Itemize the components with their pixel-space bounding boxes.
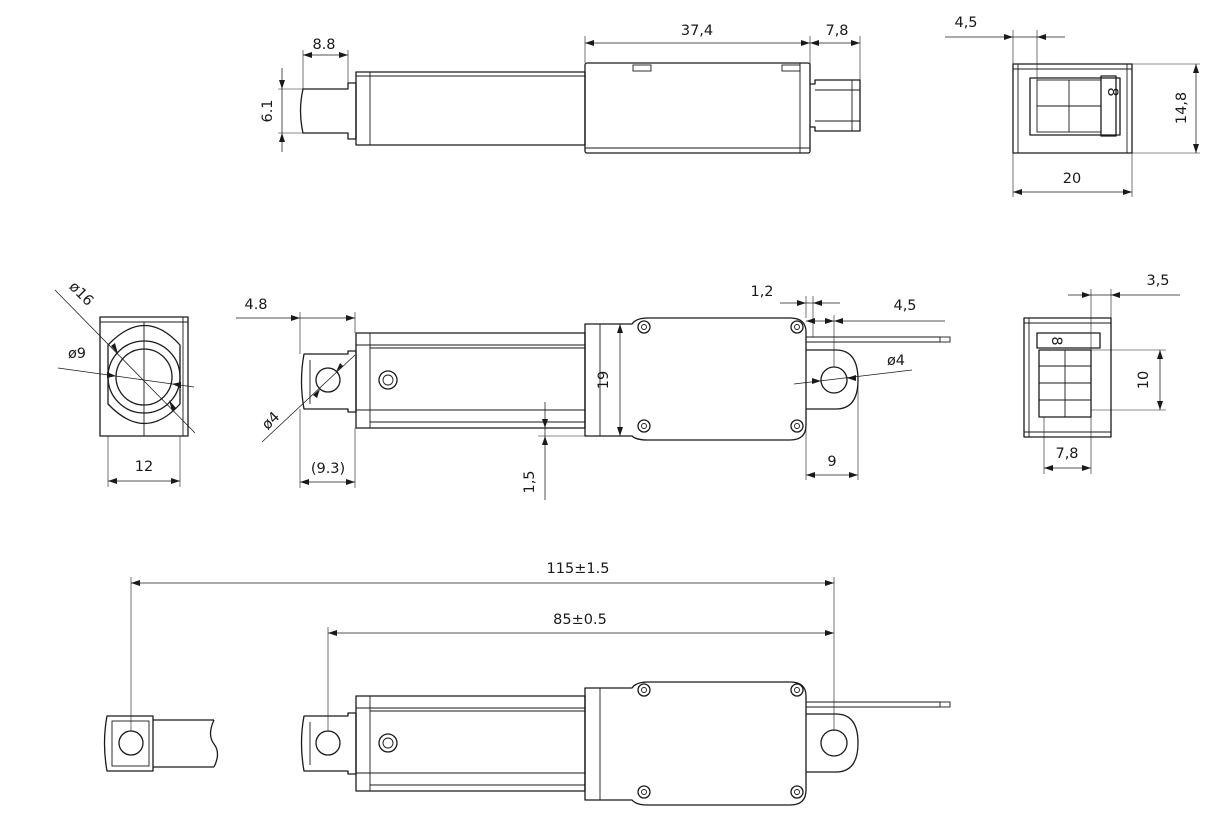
dim-rod-end-hole: ø4 (259, 354, 356, 443)
end-view-top-outline: 8 (1012, 63, 1133, 154)
stroke-view: 115±1.5 85±0.5 (103, 561, 951, 806)
side-view-outline (300, 317, 951, 441)
dim-clevis-offset: 1,2 (750, 284, 840, 337)
dim-end-height-label: 14,8 (1174, 92, 1190, 124)
dim-end-width-label: 20 (1063, 171, 1081, 187)
stroke-view-extended-rod (103, 715, 219, 772)
dim-right-height: 10 (1091, 349, 1166, 411)
dim-end-width: 20 (1012, 153, 1133, 197)
dim-top-connector-label: 7,8 (825, 23, 848, 39)
dim-end-offset-label: 4,5 (954, 15, 977, 31)
side-view: 4.8 ø4 (9.3) 1,5 (236, 284, 951, 500)
dim-rod-end-center: (9.3) (299, 409, 356, 488)
dim-right-offset: 3,5 (1068, 273, 1180, 350)
dim-body-height-label: 19 (596, 371, 612, 389)
dim-rod-end-width: 4.8 (236, 297, 356, 354)
dim-clevis-hole-label: ø4 (887, 353, 905, 369)
dim-right-width: 7,8 (1043, 417, 1092, 474)
dim-left-width: 12 (107, 436, 181, 487)
dim-right-offset-label: 3,5 (1146, 273, 1169, 289)
dim-left-dia-9-label: ø9 (68, 346, 86, 362)
dim-clevis-length: 9 (805, 385, 859, 480)
dim-right-width-label: 7,8 (1055, 446, 1078, 462)
dim-total-extended: 115±1.5 (130, 561, 835, 731)
dim-end-offset: 4,5 (945, 15, 1065, 80)
dim-total-extended-label: 115±1.5 (547, 561, 610, 577)
end-view-right-mark: 8 (1048, 336, 1064, 345)
dim-top-connector: 7,8 (810, 23, 861, 80)
dim-top-stroke-dia-label: 6.1 (260, 99, 276, 122)
end-view-top-mark: 8 (1104, 87, 1120, 96)
end-view-right: 8 3,5 10 (1023, 273, 1180, 474)
dim-clevis-hole-offset-label: 4,5 (893, 298, 916, 314)
top-view-outline (299, 62, 861, 154)
dim-top-body-length: 37,4 (584, 23, 811, 84)
stroke-view-retracted (300, 681, 951, 806)
dim-clevis-hole: ø4 (793, 353, 913, 385)
dim-tube-offset: 1,5 (522, 402, 585, 500)
dim-clevis-hole-offset: 4,5 (806, 298, 945, 367)
dim-top-body-length-label: 37,4 (681, 23, 713, 39)
dim-clevis-length-label: 9 (827, 454, 836, 470)
dim-clevis-offset-label: 1,2 (750, 284, 773, 300)
dim-rod-end-center-label: (9.3) (311, 461, 345, 477)
dim-top-stroke-dia: 6.1 (260, 68, 303, 152)
top-view: 6.1 8.8 37,4 7,8 (260, 23, 861, 154)
end-view-left-outline (99, 316, 189, 437)
dim-total-retracted-label: 85±0.5 (553, 612, 607, 628)
dim-rod-end-width-label: 4.8 (244, 297, 267, 313)
dim-left-width-label: 12 (135, 459, 153, 475)
end-view-top: 8 4,5 14,8 20 (945, 15, 1200, 197)
end-view-left: ø16 ø9 12 (54, 279, 196, 487)
dim-right-height-label: 10 (1136, 371, 1152, 389)
dim-tube-offset-label: 1,5 (522, 470, 538, 493)
dim-total-retracted: 85±0.5 (327, 612, 834, 731)
dim-rod-end-hole-label: ø4 (259, 409, 283, 433)
dim-body-height: 19 (596, 324, 623, 436)
dim-end-height: 14,8 (1132, 63, 1200, 154)
dim-top-rod-end-label: 8.8 (312, 37, 335, 53)
dim-top-rod-end: 8.8 (302, 37, 349, 89)
end-view-right-outline: 8 (1023, 317, 1112, 438)
dim-left-dia-9: ø9 (57, 346, 195, 388)
